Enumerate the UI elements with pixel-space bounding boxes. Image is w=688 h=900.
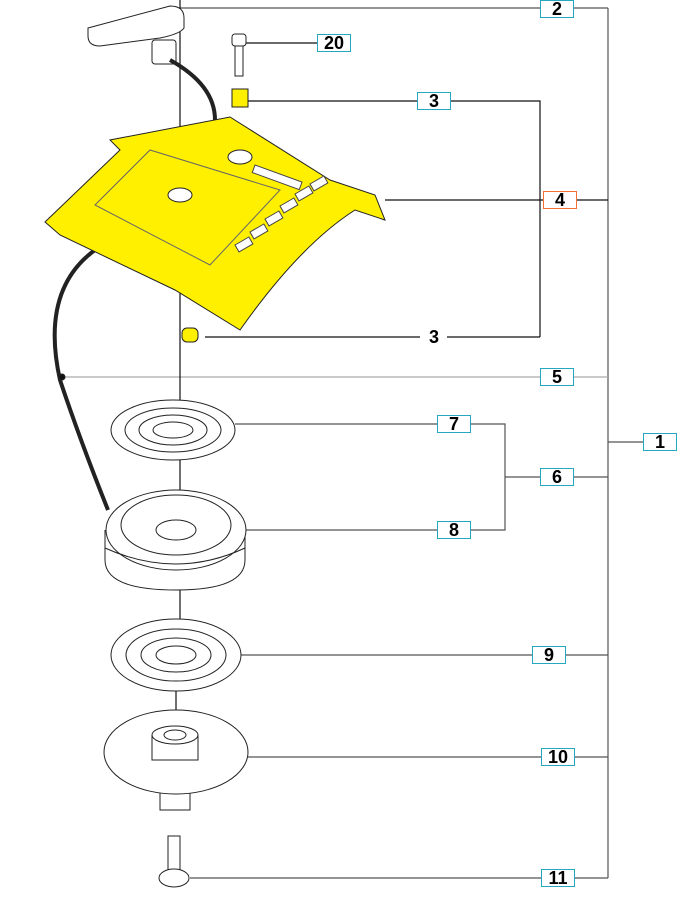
- pulley-part: [104, 489, 247, 591]
- bushing-part: [231, 88, 249, 108]
- callout-3-bottom[interactable]: 3: [428, 327, 439, 347]
- callout-1[interactable]: 1: [643, 433, 677, 451]
- callout-2[interactable]: 2: [540, 0, 574, 18]
- callout-11[interactable]: 11: [541, 869, 575, 887]
- spring-part: [110, 399, 236, 461]
- screw-part: [231, 33, 247, 77]
- bolt-part: [158, 835, 190, 888]
- callout-3-top[interactable]: 3: [417, 92, 451, 110]
- callout-5[interactable]: 5: [540, 368, 574, 386]
- starter-cover-part: [44, 116, 386, 343]
- leader-lines: [62, 0, 643, 879]
- callout-10[interactable]: 10: [541, 748, 575, 766]
- callout-8[interactable]: 8: [437, 521, 471, 539]
- callout-20[interactable]: 20: [317, 34, 351, 52]
- callout-9[interactable]: 9: [532, 646, 566, 664]
- hub-part: [103, 709, 249, 811]
- callout-6[interactable]: 6: [540, 468, 574, 486]
- callout-7[interactable]: 7: [437, 415, 471, 433]
- callout-4-selected[interactable]: 4: [543, 191, 577, 209]
- starter-handle: [52, 5, 217, 511]
- recoil-spring-part: [110, 618, 242, 692]
